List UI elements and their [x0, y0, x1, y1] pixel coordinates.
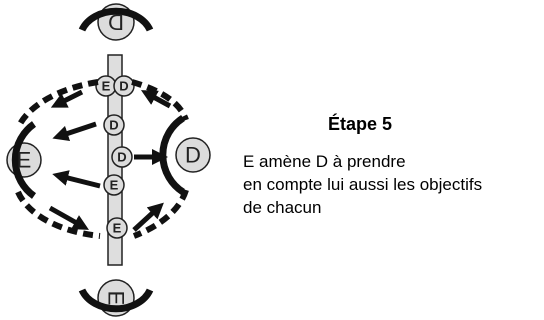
right-node-label: D [185, 143, 201, 168]
center-node-4: D [111, 146, 133, 168]
center-node-2: D [113, 75, 135, 97]
left-node-e: E [6, 121, 42, 199]
arrow-to-lower-right [132, 202, 164, 232]
svg-text:E: E [113, 221, 122, 236]
arrow-to-left-1 [52, 121, 97, 142]
arrow-to-upper-left [50, 89, 84, 108]
svg-text:D: D [119, 79, 128, 94]
dashed-arc-lower-right [132, 188, 189, 239]
svg-text:D: D [117, 150, 126, 165]
center-node-5: E [103, 174, 125, 196]
step-title: Étape 5 [328, 114, 393, 134]
dashed-arc-upper-left [15, 79, 99, 130]
dashed-arc-lower-left [15, 190, 101, 239]
dashed-arc-upper-right [131, 79, 189, 122]
arrow-to-lower-left [48, 205, 89, 230]
center-node-3: D [103, 114, 125, 136]
description-line-1: E amène D à prendre [243, 152, 406, 171]
description-line-3: de chacun [243, 198, 322, 217]
top-node-d: D [78, 3, 154, 41]
arrow-to-left-2 [52, 170, 101, 189]
svg-text:E: E [102, 79, 111, 94]
bottom-node-label: E [104, 291, 129, 306]
center-node-1: E [95, 75, 117, 97]
left-node-label: E [17, 148, 32, 173]
top-node-label: D [108, 10, 124, 35]
description-line-2: en compte lui aussi les objectifs [243, 175, 483, 194]
step-description: E amène D à prendre en compte lui aussi … [243, 150, 482, 219]
svg-text:D: D [109, 118, 118, 133]
right-node-d: D [159, 115, 211, 195]
svg-text:E: E [110, 178, 119, 193]
arrow-to-upper-right [140, 90, 172, 109]
bottom-node-e: E [78, 279, 154, 317]
center-node-6: E [106, 217, 128, 239]
